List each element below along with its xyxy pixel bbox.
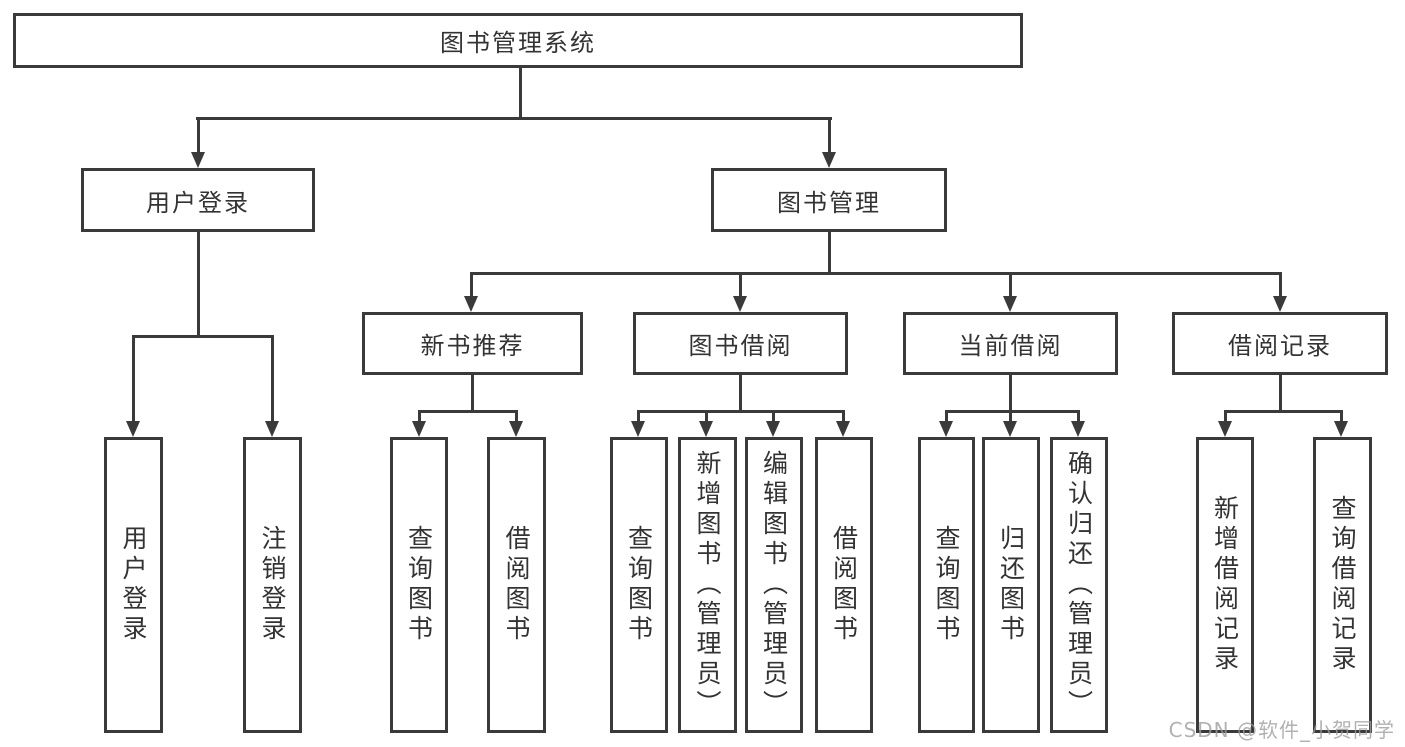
node-label: 图书借阅 xyxy=(688,332,793,360)
node-label: 查询图书 xyxy=(624,525,654,645)
node-label: 新增借阅记录 xyxy=(1210,495,1240,675)
arrow-down-icon xyxy=(733,296,747,312)
connector-drop-logout-leaf xyxy=(271,335,274,423)
connector-login-stem xyxy=(197,232,200,335)
arrow-down-icon xyxy=(1218,421,1232,437)
arrow-down-icon xyxy=(631,421,645,437)
leaf-query-borrow-record: 查询借阅记录 xyxy=(1313,437,1372,733)
connector-drop-borrow-records xyxy=(1279,272,1282,299)
connector-mgmt-rail xyxy=(470,272,1282,275)
leaf-query-books-current: 查询图书 xyxy=(918,437,975,733)
arrow-down-icon xyxy=(939,421,953,437)
connector-g4-drop-2 xyxy=(1009,410,1012,423)
leaf-query-books-recommend: 查询图书 xyxy=(390,437,448,733)
node-label: 用户登录 xyxy=(146,188,250,217)
leaf-add-borrow-record: 新增借阅记录 xyxy=(1196,437,1254,733)
connector-g3-drop-3 xyxy=(772,410,775,423)
connector-g2-rail xyxy=(418,410,518,413)
arrow-down-icon xyxy=(1334,421,1348,437)
connector-g3-drop-1 xyxy=(637,410,640,423)
connector-g5-rail xyxy=(1224,410,1343,413)
node-user-login-branch: 用户登录 xyxy=(81,168,315,232)
arrow-down-icon xyxy=(1071,421,1085,437)
connector-drop-current-borrow xyxy=(1009,272,1012,299)
connector-mgmt-stem xyxy=(828,232,831,272)
connector-g3-drop-4 xyxy=(842,410,845,423)
connector-g3-stem xyxy=(739,375,742,410)
node-label: 查询借阅记录 xyxy=(1328,495,1357,675)
connector-g2-drop-1 xyxy=(418,410,421,423)
connector-drop-user-login xyxy=(197,117,200,155)
connector-g4-drop-3 xyxy=(1077,410,1080,423)
node-book-borrowing: 图书借阅 xyxy=(633,312,848,375)
connector-g4-drop-1 xyxy=(945,410,948,423)
node-label: 注销登录 xyxy=(258,525,287,645)
node-label: 查询图书 xyxy=(404,525,434,645)
connector-drop-login-leaf xyxy=(132,335,135,423)
node-label: 图书管理 xyxy=(777,188,881,217)
node-borrowing-records: 借阅记录 xyxy=(1172,312,1388,375)
node-label: 新增图书（管理员） xyxy=(693,450,722,720)
node-label: 当前借阅 xyxy=(958,332,1063,360)
connector-drop-book-borrow xyxy=(739,272,742,299)
node-label: 归还图书 xyxy=(996,525,1026,645)
node-root-library-system: 图书管理系统 xyxy=(13,13,1023,68)
arrow-down-icon xyxy=(1003,296,1017,312)
leaf-user-login: 用户登录 xyxy=(104,437,163,733)
connector-drop-new-book xyxy=(470,272,473,299)
connector-drop-book-mgmt xyxy=(828,117,831,155)
leaf-return-books: 归还图书 xyxy=(982,437,1040,733)
node-label: 查询图书 xyxy=(932,525,961,645)
leaf-borrow-books-recommend: 借阅图书 xyxy=(487,437,546,733)
connector-g4-stem xyxy=(1009,375,1012,410)
arrow-down-icon xyxy=(836,421,850,437)
leaf-logout: 注销登录 xyxy=(243,437,302,733)
connector-root-stem xyxy=(519,68,522,117)
arrow-down-icon xyxy=(699,421,713,437)
leaf-add-books-admin: 新增图书（管理员） xyxy=(678,437,737,733)
arrow-down-icon xyxy=(1273,296,1287,312)
node-new-book-recommend: 新书推荐 xyxy=(362,312,583,375)
connector-login-rail xyxy=(132,335,274,338)
arrow-down-icon xyxy=(464,296,478,312)
leaf-query-books-borrowing: 查询图书 xyxy=(610,437,668,733)
connector-root-rail xyxy=(196,117,832,120)
node-label: 确认归还（管理员） xyxy=(1064,450,1094,720)
arrow-down-icon xyxy=(766,421,780,437)
connector-g3-rail xyxy=(637,410,845,413)
node-current-borrowing: 当前借阅 xyxy=(903,312,1118,375)
connector-g4-rail xyxy=(945,410,1080,413)
leaf-edit-books-admin: 编辑图书（管理员） xyxy=(745,437,803,733)
node-label: 借阅图书 xyxy=(502,525,531,645)
arrow-down-icon xyxy=(822,152,836,168)
node-label: 图书管理系统 xyxy=(440,29,596,57)
leaf-borrow-books: 借阅图书 xyxy=(815,437,873,733)
leaf-confirm-return-admin: 确认归还（管理员） xyxy=(1050,437,1108,733)
connector-g5-drop-1 xyxy=(1224,410,1227,423)
node-label: 借阅图书 xyxy=(829,525,859,645)
connector-g2-stem xyxy=(471,375,474,410)
connector-g5-drop-2 xyxy=(1340,410,1343,423)
node-book-management-branch: 图书管理 xyxy=(711,168,947,232)
node-label: 新书推荐 xyxy=(420,332,525,360)
arrow-down-icon xyxy=(126,421,140,437)
connector-g5-stem xyxy=(1279,375,1282,410)
arrow-down-icon xyxy=(265,421,279,437)
connector-g3-drop-2 xyxy=(705,410,708,423)
connector-g2-drop-2 xyxy=(515,410,518,423)
csdn-watermark: CSDN @软件_小贺同学 xyxy=(1168,718,1395,742)
arrow-down-icon xyxy=(1003,421,1017,437)
node-label: 借阅记录 xyxy=(1228,332,1332,360)
arrow-down-icon xyxy=(412,421,426,437)
arrow-down-icon xyxy=(191,152,205,168)
node-label: 用户登录 xyxy=(119,525,148,645)
arrow-down-icon xyxy=(509,421,523,437)
node-label: 编辑图书（管理员） xyxy=(759,450,789,720)
